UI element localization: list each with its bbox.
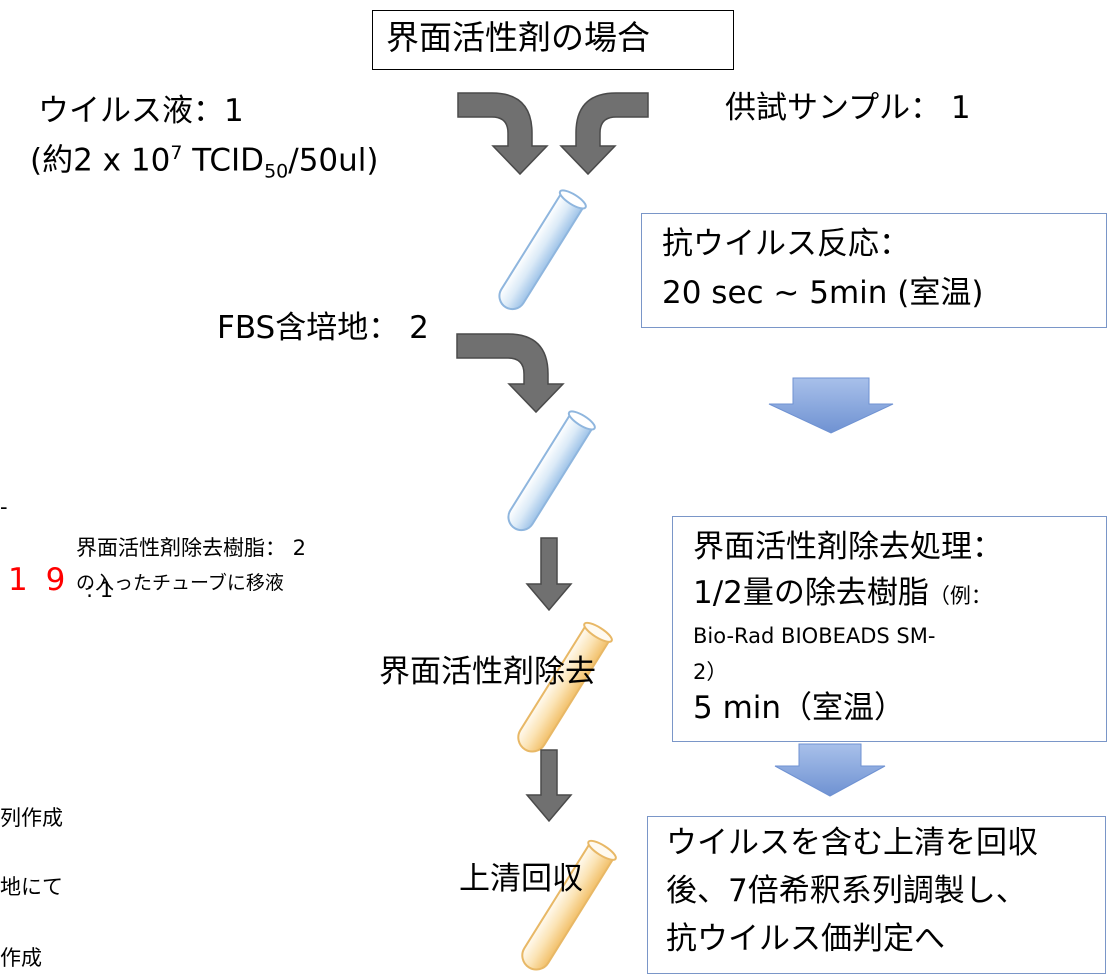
title-box [372,10,734,70]
virus-titer-prefix: (約2 x 10 [30,142,171,179]
diagram-title: 界面活性剤の場合 [386,18,650,57]
final-line1: ウイルスを含む上清を回収 [666,825,1038,861]
reaction-label: 抗ウイルス反応： [662,226,910,262]
blue-arrow-2 [774,743,886,797]
left-cut-text-2: 地にて [0,875,63,899]
virus-titer-subscript: 50 [264,160,289,183]
removal-time: 5 min（室温） [693,690,906,726]
resin-note-line2: の入ったチューブに移液 [76,572,284,594]
removal-amount-paren: （例： [928,584,992,608]
final-line3: 抗ウイルス価判定へ [666,921,945,957]
red-overlap-text: : 1 [86,578,114,602]
curved-arrow-right [559,92,649,176]
virus-label: ウイルス液：1 [38,93,244,129]
left-cut-text-3: 作成 [0,946,42,970]
final-line2: 後、7倍希釈系列調製し、 [666,873,1027,909]
tube-removal [517,621,613,753]
sample-label: 供試サンプル： 1 [725,90,971,126]
tube-fbs [507,410,596,532]
supernatant-stage-label: 上清回収 [459,861,583,897]
virus-titer-mid: TCID [182,142,265,179]
curved-arrow-left [457,92,549,176]
reaction-box [641,213,1107,328]
removal-stage-label: 界面活性剤除去 [379,654,596,690]
left-cut-text-1: 列作成 [0,806,63,830]
tube-supernatant [521,839,617,971]
removal-title: 界面活性剤除去処理： [693,529,1003,565]
removal-amount: 1/2量の除去樹脂（例： [693,575,992,612]
removal-product-cont: 2） [693,660,728,684]
virus-titer-suffix: /50ul) [288,142,379,179]
final-box [647,816,1106,974]
left-edge-mark: - [0,495,8,519]
reaction-time: 20 sec ~ 5min (室温) [662,275,984,311]
down-arrow-transfer [525,537,573,612]
blue-arrow-1 [768,377,894,434]
removal-product: Bio-Rad BIOBEADS SM- [693,624,936,648]
fbs-label: FBS含培地： 2 [217,310,429,346]
down-arrow-supernatant [525,749,573,823]
removal-amount-main: 1/2量の除去樹脂 [693,575,929,611]
curved-arrow-fbs [456,333,565,414]
red-digits: 1 9 [8,562,70,598]
tube-reaction [498,189,587,311]
removal-box [672,516,1107,742]
virus-titer-exponent: 7 [170,142,183,164]
resin-note-line1: 界面活性剤除去樹脂： 2 [76,536,307,560]
virus-titer: (約2 x 107 TCID50/50ul) [30,142,379,183]
